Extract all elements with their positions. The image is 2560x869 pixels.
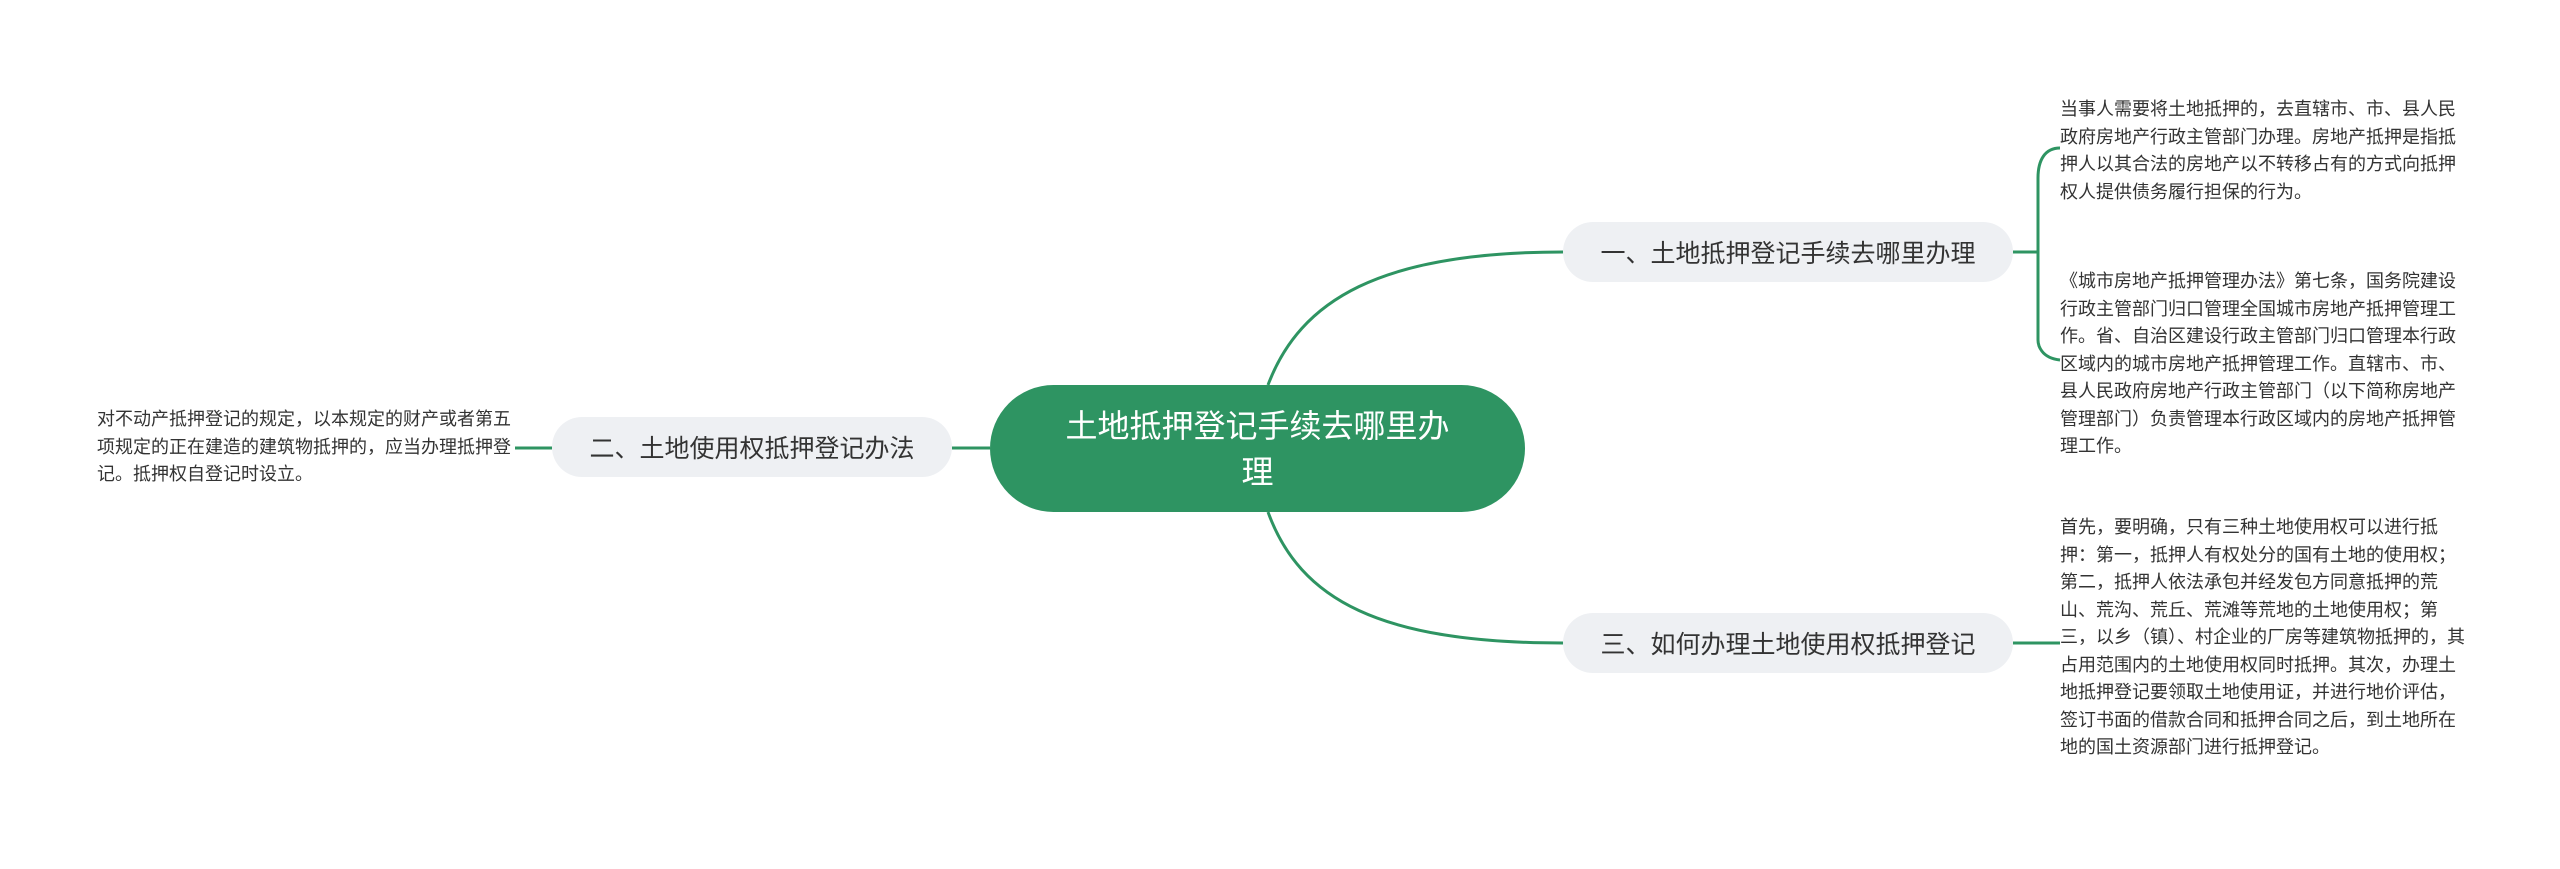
branch-node-3-label: 三、如何办理土地使用权抵押登记 xyxy=(1600,630,1976,659)
branch-node-2[interactable]: 二、土地使用权抵押登记办法 xyxy=(552,417,952,477)
branch-node-1-label: 一、土地抵押登记手续去哪里办理 xyxy=(1600,239,1976,268)
branch-node-2-label: 二、土地使用权抵押登记办法 xyxy=(589,434,915,463)
connector-branch-1-bracket xyxy=(2036,146,2061,362)
leaf-node-2[interactable]: 对不动产抵押登记的规定，以本规定的财产或者第五项规定的正在建造的建筑物抵押的，应… xyxy=(97,409,511,485)
branch-node-1[interactable]: 一、土地抵押登记手续去哪里办理 xyxy=(1563,222,2013,282)
leaf-node-1a[interactable]: 当事人需要将土地抵押的，去直辖市、市、县人民政府房地产行政主管部门办理。房地产抵… xyxy=(2060,99,2456,203)
root-node-label: 土地抵押登记手续去哪里办理 xyxy=(1065,406,1450,491)
leaf-node-3[interactable]: 首先，要明确，只有三种土地使用权可以进行抵押：第一，抵押人有权处分的国有土地的使… xyxy=(2060,517,2465,758)
branch-node-3[interactable]: 三、如何办理土地使用权抵押登记 xyxy=(1563,613,2013,673)
connector-root-to-branch-1 xyxy=(1266,250,1564,386)
leaf-node-1b[interactable]: 《城市房地产抵押管理办法》第七条，国务院建设行政主管部门归口管理全国城市房地产抵… xyxy=(2060,271,2456,457)
root-node[interactable]: 土地抵押登记手续去哪里办理 xyxy=(990,385,1525,512)
connector-root-to-branch-3 xyxy=(1266,511,1564,645)
